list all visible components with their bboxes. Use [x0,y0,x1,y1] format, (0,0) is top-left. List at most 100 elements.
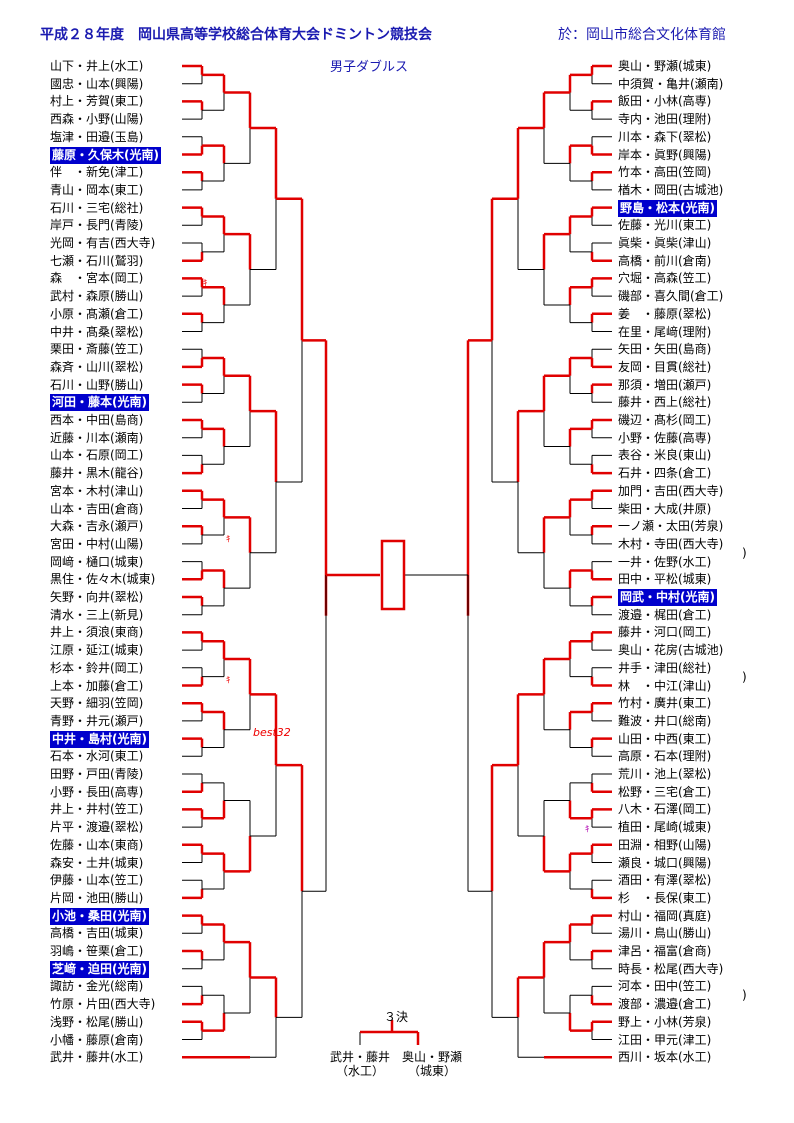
tournament-title: 平成２８年度 岡山県高等学校総合体育大会ドミントン競技会 [40,27,432,43]
left-entry: 田野・戸田(青陵) [50,767,144,781]
left-entry: 森 ・宮本(岡工) [50,271,144,286]
left-entry: 矢野・向井(翠松) [50,590,144,604]
right-entry: 寺内・池田(理附) [618,112,712,127]
left-entry: 森斉・山川(翠松) [50,359,144,374]
right-entry: 西川・坂本(水工) [618,1050,712,1065]
right-entry: 磯辺・髙杉(岡工) [618,413,712,427]
third-place-b-name: 奥山・野瀬 [401,1050,462,1064]
left-entry: 伊藤・山本(笠工) [50,873,144,888]
left-entry: 栗田・斎藤(笠工) [50,342,144,357]
left-entry: 森安・土井(城東) [50,855,144,870]
right-entry: 瀬良・城口(興陽) [618,855,712,870]
right-entry: 山田・中西(東工) [618,731,712,746]
right-entry: 岡武・中村(光南) [618,589,717,606]
left-entry: 山下・井上(水工) [50,59,144,73]
right-entry: 高橋・前川(倉南) [618,253,712,268]
left-entry: 芝﨑・迫田(光南) [50,960,149,978]
right-entry: 村山・福岡(真庭) [618,908,712,923]
right-entry: 津呂・福富(倉商) [618,944,712,958]
left-entry: 片平・渡邉(翠松) [50,820,144,835]
left-entry: 中井・髙桑(翠松) [50,324,144,339]
right-entry: 一ノ瀬・太田(芳泉) [618,519,724,534]
right-entry: 佐藤・光川(東工) [618,218,712,233]
left-entry: 小幡・藤原(倉南) [50,1032,144,1047]
right-entry: 八木・石澤(岡工) [618,802,712,817]
left-entry: 清水・三上(新見) [50,607,144,622]
left-entry: 伴 ・新免(津工) [50,165,144,180]
paren-mark: ) [742,546,747,560]
third-place-player-a: 武井・藤井 （水工） [330,1050,390,1078]
tick-mark: ｷ [203,279,208,289]
right-entry: 渡部・濃邉(倉工) [618,997,712,1012]
left-entry: 佐藤・山本(東商) [50,837,144,852]
third-place-a-school: （水工） [335,1064,384,1078]
right-entry: 矢田・矢田(島商) [618,342,712,357]
third-place-label: ３決 [384,1010,409,1024]
left-entry: 浅野・松尾(勝山) [50,1014,144,1029]
right-entry: 表谷・米良(東山) [618,448,712,463]
left-entry: 青山・岡本(東工) [50,182,144,197]
right-entry: 高原・石本(理附) [618,749,712,764]
left-entry: 光岡・有吉(西大寺) [50,236,156,250]
left-entry: 石川・山野(勝山) [50,377,144,392]
left-entry: 河田・藤本(光南) [50,394,149,412]
left-entry: 西本・中田(島商) [50,413,144,427]
left-entry: 藤原・久保木(光南) [50,146,161,164]
right-entry: 磯部・喜久間(倉工) [618,289,724,304]
left-entry: 山本・吉田(倉商) [50,501,144,516]
third-place-a-name: 武井・藤井 [330,1050,391,1064]
left-entry: 石川・三宅(総社) [50,200,144,215]
paren-mark: ) [742,670,747,684]
right-entry: 難波・井口(総南) [618,713,712,728]
left-entry: 小野・長田(高専) [50,784,144,799]
right-entry: 藤井・西上(総社) [618,395,712,410]
final-box [380,539,406,611]
left-entry: 武井・藤井(水工) [50,1050,144,1065]
left-entry: 青野・井元(瀬戸) [50,713,144,728]
right-entry: 中須賀・亀井(瀬南) [618,76,724,91]
left-entry: 國忠・山本(興陽) [50,76,144,91]
right-entry: 楢木・岡田(古城池) [618,182,724,197]
right-entry: 一井・佐野(水工) [618,554,712,569]
right-entry: 松野・三宅(倉工) [618,784,712,799]
right-entry: 井手・津田(総社) [618,660,712,675]
right-entry: 柴田・大成(井原) [618,501,712,516]
right-entry: 那須・増田(瀬戸) [618,377,712,392]
right-entry: 石井・四条(倉工) [618,466,712,481]
right-entry: 河本・田中(笠工) [618,979,712,994]
paren-mark: ) [742,988,747,1002]
right-entry: 小野・佐藤(高専) [618,430,712,445]
left-entry: 宮田・中村(山陽) [50,536,144,551]
right-entry: 岸本・眞野(興陽) [618,147,712,162]
left-entry: 七瀬・石川(鷲羽) [50,253,144,268]
left-entry: 山本・石原(岡工) [50,448,144,463]
tick-mark: ｷ [585,825,590,835]
right-entry: 穴堀・高森(笠工) [618,271,712,286]
right-entry: 眞柴・眞柴(津山) [618,236,712,250]
tick-mark: ｷ [226,535,231,545]
left-entry: 西森・小野(山陽) [50,112,144,127]
right-entry: 田淵・相野(山陽) [618,837,712,852]
left-entry: 井上・須浪(東商) [50,625,144,640]
left-entry: 小原・髙瀬(倉工) [50,306,144,321]
right-entry: 藤井・河口(岡工) [618,625,712,640]
left-entry: 武村・森原(勝山) [50,289,144,304]
left-entry: 村上・芳賀(東工) [50,94,144,109]
left-entry: 岸戸・長門(青陵) [50,218,144,233]
left-entry: 宮本・木村(津山) [50,483,144,498]
right-entry: 酒田・有澤(翠松) [618,873,712,888]
right-entry: 野島・松本(光南) [618,199,717,217]
left-entry: 杉本・鈴井(岡工) [50,660,144,675]
right-entry: 奥山・花房(古城池) [618,643,724,658]
left-entry: 近藤・川本(瀬南) [50,430,144,445]
right-entry: 木村・寺田(西大寺) [618,536,724,551]
right-entry: 竹本・高田(笠岡) [618,165,712,180]
third-place-b-school: （城東） [407,1064,456,1078]
right-entry: 時長・松尾(西大寺) [618,961,724,976]
left-entry: 天野・細羽(笠岡) [50,696,144,711]
right-entry: 林 ・中江(津山) [618,678,712,693]
left-entry: 小池・桑田(光南) [50,907,149,925]
right-entry: 奥山・野瀬(城東) [618,59,712,73]
right-entry: 飯田・小林(高専) [618,94,712,109]
